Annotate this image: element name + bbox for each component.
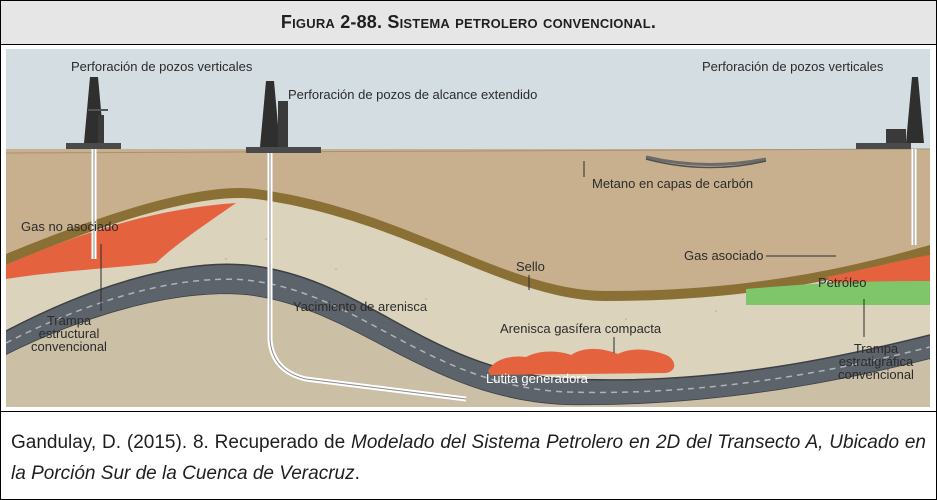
label-associated-gas: Gas asociado bbox=[684, 248, 764, 263]
label-structural-trap-1: Trampa bbox=[47, 313, 92, 328]
source-shale bbox=[6, 264, 930, 406]
label-tight-gas-sandstone: Arenisca gasífera compacta bbox=[500, 321, 662, 336]
label-coal-methane: Metano en capas de carbón bbox=[592, 176, 753, 191]
label-vertical-wells-right: Perforación de pozos verticales bbox=[702, 59, 884, 74]
gas-non-associated-zone bbox=[6, 203, 236, 279]
tight-gas-sandstone bbox=[488, 348, 675, 375]
oil-zone bbox=[746, 281, 930, 305]
caption-cell: Gandulay, D. (2015). 8. Recuperado de Mo… bbox=[1, 412, 936, 499]
label-oil: Petróleo bbox=[818, 275, 866, 290]
source-caption: Gandulay, D. (2015). 8. Recuperado de Mo… bbox=[11, 427, 926, 489]
associated-gas-zone bbox=[826, 255, 930, 285]
label-extended-wells: Perforación de pozos de alcance extendid… bbox=[288, 87, 537, 102]
caption-end: . bbox=[354, 463, 360, 484]
rig-center bbox=[246, 81, 467, 402]
caption-plain: Gandulay, D. (2015). 8. Recuperado de bbox=[11, 432, 352, 453]
label-seal: Sello bbox=[516, 259, 545, 274]
petroleum-system-diagram: Perforación de pozos verticales Perforac… bbox=[6, 49, 930, 407]
label-vertical-wells-left: Perforación de pozos verticales bbox=[71, 59, 253, 74]
coal-seam bbox=[645, 155, 767, 166]
label-source-shale: Lutita generadora bbox=[486, 371, 589, 386]
title-row: Figura 2-88. Sistema petrolero convencio… bbox=[1, 1, 936, 45]
label-structural-trap-2: estructural bbox=[39, 326, 100, 341]
label-strat-trap-2: estratigráfica bbox=[839, 354, 914, 369]
figure-title: Figura 2-88. Sistema petrolero convencio… bbox=[280, 12, 657, 32]
rig-left bbox=[66, 77, 121, 259]
label-gas-non-associated: Gas no asociado bbox=[21, 219, 119, 234]
label-structural-trap-3: convencional bbox=[31, 339, 107, 354]
ground-surface bbox=[6, 148, 930, 154]
label-sandstone-reservoir: Yacimiento de arenisca bbox=[293, 299, 428, 314]
figure-cell: Perforación de pozos verticales Perforac… bbox=[1, 45, 936, 412]
sky bbox=[6, 49, 930, 153]
label-strat-trap-3: convencional bbox=[838, 367, 914, 382]
caption-italic-title: Modelado del Sistema Petrolero en 2D del… bbox=[11, 432, 926, 484]
rig-right bbox=[856, 77, 924, 245]
label-strat-trap-1: Trampa bbox=[854, 341, 899, 356]
